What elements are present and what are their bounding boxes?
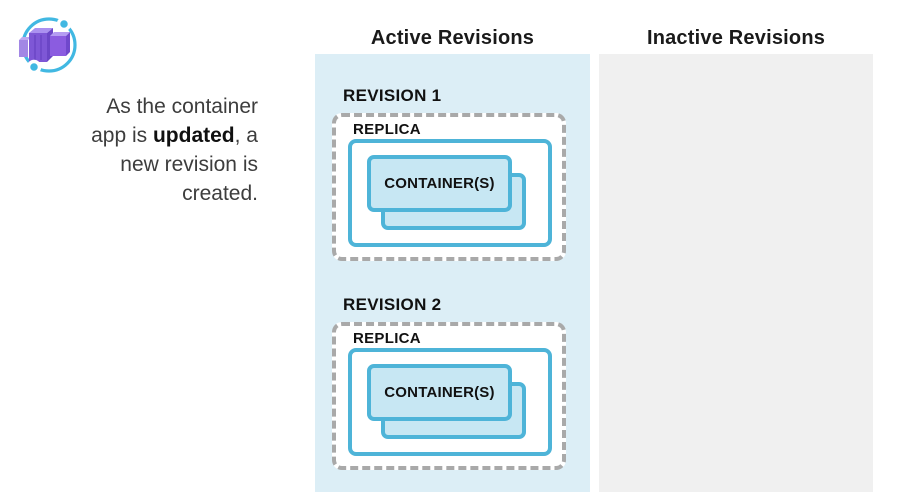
caption-text: As the container app is updated, a new r… [28,92,258,208]
container-apps-icon [16,11,82,77]
revision-group-1: REVISION 1 REPLICA CONTAINER(S) [332,86,566,261]
replica-label: REPLICA [353,121,421,138]
revision-2-dashed-box: REPLICA CONTAINER(S) [332,322,566,470]
caption-line-1: As the container [106,95,258,118]
revision-1-label: REVISION 1 [343,86,442,105]
inactive-revisions-header: Inactive Revisions [646,27,826,49]
replica-label: REPLICA [353,330,421,347]
container-box-front: CONTAINER(S) [367,155,512,212]
revision-group-2: REVISION 2 REPLICA CONTAINER(S) [332,295,566,470]
replica-box: CONTAINER(S) [348,139,552,247]
active-revisions-panel: REVISION 1 REPLICA CONTAINER(S) REVISION… [315,54,590,492]
container-label: CONTAINER(S) [384,384,495,401]
caption-bold-word: updated [152,124,235,147]
container-box-front: CONTAINER(S) [367,364,512,421]
replica-box: CONTAINER(S) [348,348,552,456]
revision-1-dashed-box: REPLICA CONTAINER(S) [332,113,566,261]
inactive-revisions-panel [599,54,873,492]
caption-line-4: created. [182,182,258,205]
caption-line-2: app is updated, a [91,124,258,147]
caption-line-3: new revision is [120,153,258,176]
active-revisions-header: Active Revisions [370,27,535,49]
revision-2-label: REVISION 2 [343,295,442,314]
container-label: CONTAINER(S) [384,175,495,192]
container-apps-logo-svg [19,16,77,75]
